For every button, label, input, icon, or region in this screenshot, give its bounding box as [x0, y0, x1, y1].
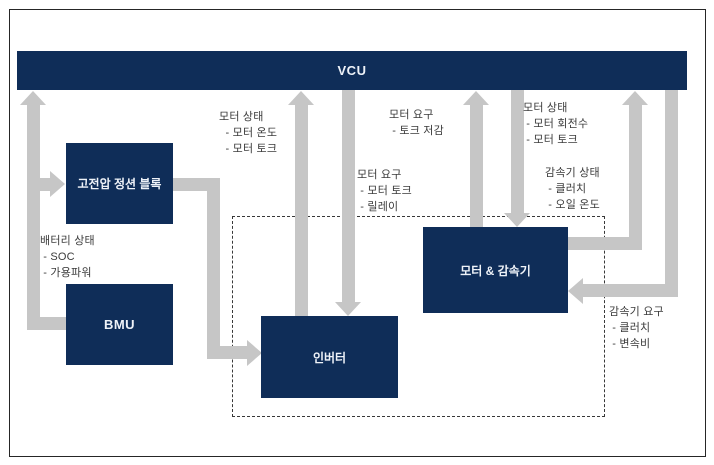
arrowhead-bmu-to-vcu — [20, 91, 46, 105]
connector-vcu-right-down — [665, 90, 678, 297]
node-junction-block-label: 고전압 정션 블록 — [77, 177, 162, 191]
diagram-border — [9, 9, 706, 457]
node-inverter-label: 인버터 — [312, 350, 347, 365]
label-motor-status-temp: 모터 상태 - 모터 온도 - 모터 토크 — [219, 111, 278, 155]
label-motor-request-inverter: 모터 요구 - 모터 토크 - 릴레이 — [357, 169, 412, 213]
node-vcu-label: VCU — [337, 63, 367, 78]
node-motor-reducer: 모터 & 감속기 — [423, 227, 568, 313]
connector-bmu-to-vcu-shaft — [27, 104, 40, 330]
node-bmu: BMU — [66, 284, 173, 365]
node-inverter: 인버터 — [261, 316, 398, 398]
connector-motor-right-up — [629, 104, 642, 250]
connector-motor-right-horizontal — [568, 237, 642, 250]
label-motor-status-rpm: 모터 상태 - 모터 회전수 - 모터 토크 — [523, 102, 589, 146]
connector-vcu-to-motor-shaft — [511, 90, 524, 214]
node-bmu-label: BMU — [103, 317, 136, 332]
arrowhead-vcu-to-motor — [504, 213, 530, 227]
label-motor-request-derate: 모터 요구 - 토크 저감 — [389, 109, 444, 137]
arrowhead-into-inverter — [247, 340, 262, 366]
connector-junction-down — [207, 178, 220, 359]
connector-into-inverter-horizontal — [207, 346, 247, 359]
arrowhead-vcu-to-inverter — [335, 302, 361, 316]
connector-bmu-stub — [27, 317, 66, 330]
connector-vcu-to-inverter-shaft — [342, 90, 355, 303]
node-junction-block: 고전압 정션 블록 — [66, 143, 173, 224]
label-battery-status: 배터리 상태 - SOC - 가용파워 — [40, 235, 95, 279]
arrowhead-into-motor-right — [568, 278, 583, 304]
arrowhead-into-junction-block — [50, 171, 65, 197]
label-reducer-request: 감속기 요구 - 클러치 - 변속비 — [609, 306, 664, 350]
arrowhead-motor-to-vcu — [463, 91, 489, 105]
node-motor-reducer-label: 모터 & 감속기 — [460, 263, 531, 278]
arrowhead-motor-right-to-vcu — [622, 91, 648, 105]
powertrain-dashed-outline — [232, 216, 605, 417]
label-reducer-status: 감속기 상태 - 클러치 - 오일 온도 — [545, 167, 600, 211]
connector-motor-to-vcu-shaft — [470, 104, 483, 227]
connector-branch-to-junction — [27, 178, 50, 191]
connector-inverter-to-vcu-shaft — [295, 104, 308, 316]
arrowhead-inverter-to-vcu — [288, 91, 314, 105]
connector-vcu-right-horizontal — [583, 284, 678, 297]
node-vcu-bar: VCU — [17, 51, 687, 90]
